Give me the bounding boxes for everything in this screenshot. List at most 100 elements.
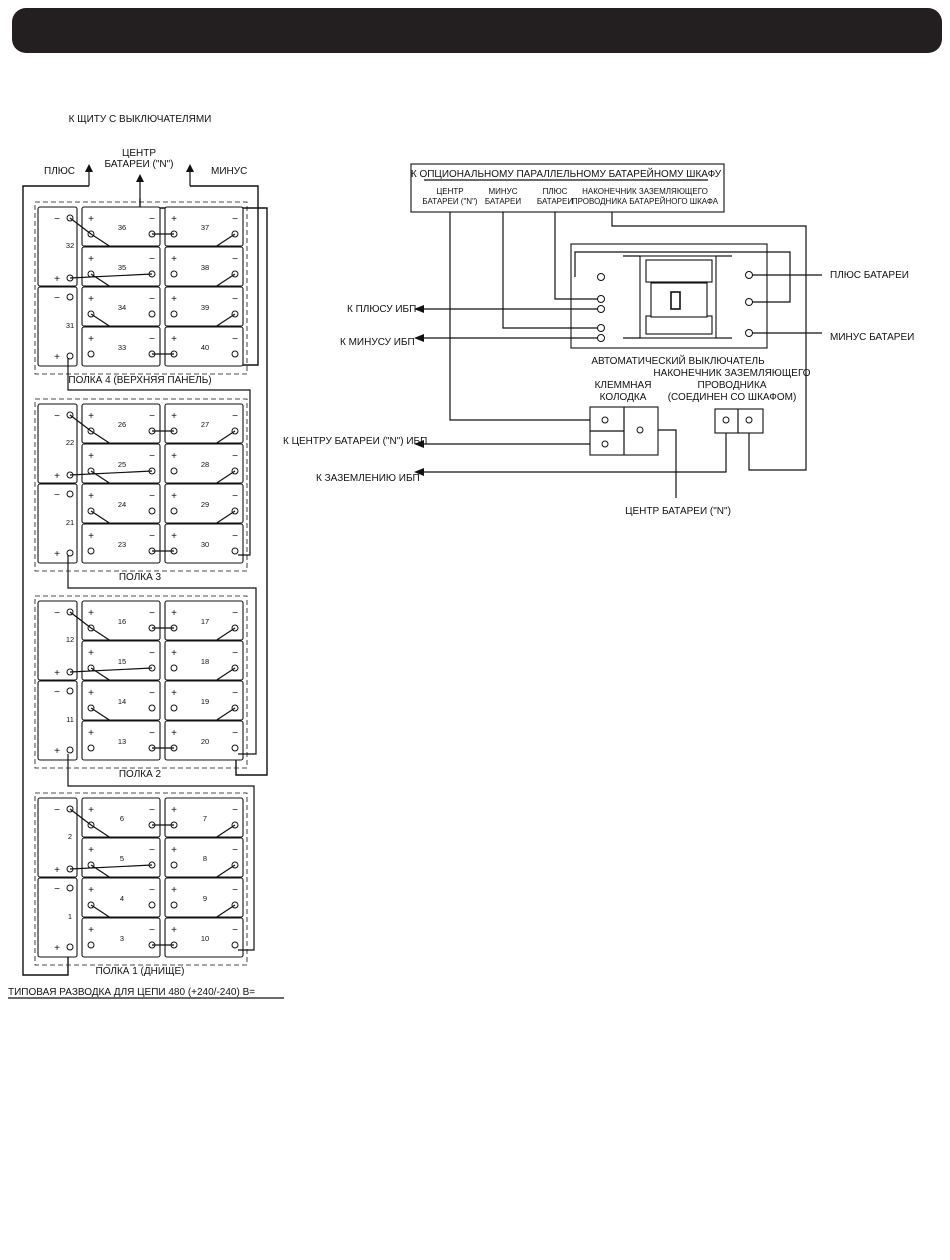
battery-cell <box>164 837 244 878</box>
terminal-sign: − <box>54 411 60 422</box>
battery-number: 9 <box>203 894 207 903</box>
battery-cell <box>164 246 244 287</box>
plus-sign: + <box>171 214 177 225</box>
minus-sign: − <box>149 728 155 739</box>
minus-sign: − <box>149 214 155 225</box>
plus-sign: + <box>171 608 177 619</box>
battery-cell <box>81 917 161 958</box>
battery-cell <box>164 483 244 524</box>
side-battery <box>37 600 78 681</box>
jumper-wire <box>69 611 92 629</box>
terminal <box>148 310 156 318</box>
battery-number: 39 <box>201 303 209 312</box>
battery-cell <box>164 600 244 641</box>
caption: ТИПОВАЯ РАЗВОДКА ДЛЯ ЦЕПИ 480 (+240/-240… <box>8 987 255 998</box>
battery-number: 16 <box>118 617 126 626</box>
arrow-plus-icon <box>85 164 93 186</box>
jumper-wire <box>69 667 153 673</box>
terminal-sign: + <box>54 471 60 482</box>
center-label-line1: ЦЕНТР <box>122 148 156 159</box>
minus-sign: − <box>232 608 238 619</box>
plus-sign: + <box>88 491 94 502</box>
battery-number: 19 <box>201 697 209 706</box>
minus-label: МИНУС <box>211 166 247 177</box>
plus-sign: + <box>171 845 177 856</box>
battery-cell <box>164 286 244 327</box>
terminal <box>66 352 74 360</box>
battery-number: 6 <box>120 814 124 823</box>
shelf-outline <box>34 792 248 966</box>
terminal-block-line2: КОЛОДКА <box>600 392 647 403</box>
battery-number: 37 <box>201 223 209 232</box>
battery-cell <box>81 680 161 721</box>
plus-sign: + <box>88 254 94 265</box>
side-battery-number: 2 <box>68 832 72 841</box>
minus-sign: − <box>232 254 238 265</box>
terminal <box>66 943 74 951</box>
plus-sign: + <box>171 805 177 816</box>
battery-number: 34 <box>118 303 126 312</box>
battery-number: 15 <box>118 657 126 666</box>
battery-number: 13 <box>118 737 126 746</box>
terminal-sign: − <box>54 490 60 501</box>
jumper-wire <box>69 864 153 870</box>
side-battery-number: 12 <box>66 635 74 644</box>
battery-number: 18 <box>201 657 209 666</box>
minus-sign: − <box>232 214 238 225</box>
jumper-wire <box>69 273 153 279</box>
battery-cell <box>164 326 244 367</box>
plus-sign: + <box>171 728 177 739</box>
side-battery <box>37 877 78 958</box>
plus-sign: + <box>88 411 94 422</box>
parallel-cabinet-box <box>410 163 725 213</box>
minus-sign: − <box>149 648 155 659</box>
parallel-cabinet-title: К ОПЦИОНАЛЬНОМУ ПАРАЛЛЕЛЬНОМУ БАТАРЕЙНОМ… <box>411 167 722 180</box>
terminal <box>66 293 74 301</box>
terminal <box>87 744 95 752</box>
plus-sign: + <box>88 805 94 816</box>
battery-cell <box>164 680 244 721</box>
terminal-sign: − <box>54 687 60 698</box>
minus-sign: − <box>232 294 238 305</box>
plus-sign: + <box>88 608 94 619</box>
minus-sign: − <box>232 648 238 659</box>
minus-sign: − <box>232 688 238 699</box>
col-minus-line1: МИНУС <box>488 187 517 196</box>
battery-cell <box>164 877 244 918</box>
plus-sign: + <box>171 491 177 502</box>
terminal-sign: − <box>54 608 60 619</box>
col-center-line2: БАТАРЕИ ("N") <box>422 197 478 206</box>
battery-number: 29 <box>201 500 209 509</box>
to-ups-center-label: К ЦЕНТРУ БАТАРЕИ ("N") ИБП <box>283 436 427 447</box>
plus-sign: + <box>171 688 177 699</box>
side-battery-number: 1 <box>68 912 72 921</box>
battery-number: 7 <box>203 814 207 823</box>
terminal <box>148 901 156 909</box>
breaker-label: АВТОМАТИЧЕСКИЙ ВЫКЛЮЧАТЕЛЬ <box>591 354 765 367</box>
battery-number: 4 <box>120 894 124 903</box>
minus-sign: − <box>149 608 155 619</box>
shelf-4: −+−+3231+−36+−35+−34+−33+−37+−38+−39+−40… <box>34 201 248 386</box>
battery-number: 14 <box>118 697 126 706</box>
battery-number: 28 <box>201 460 209 469</box>
terminal <box>87 547 95 555</box>
minus-sign: − <box>149 845 155 856</box>
terminal <box>66 687 74 695</box>
plus-sign: + <box>88 728 94 739</box>
minus-sign: − <box>149 254 155 265</box>
plus-sign: + <box>88 845 94 856</box>
battery-number: 38 <box>201 263 209 272</box>
terminal-sign: + <box>54 549 60 560</box>
battery-number: 35 <box>118 263 126 272</box>
battery-number: 40 <box>201 343 209 352</box>
terminal-block-line1: КЛЕММНАЯ <box>595 380 652 391</box>
ground-lug-line1: НАКОНЕЧНИК ЗАЗЕМЛЯЮЩЕГО <box>653 368 810 379</box>
jumper-wire <box>69 217 92 235</box>
plus-label: ПЛЮС <box>44 166 75 177</box>
plus-sign: + <box>88 294 94 305</box>
minus-sign: − <box>232 334 238 345</box>
terminal-sign: + <box>54 746 60 757</box>
minus-sign: − <box>149 531 155 542</box>
shelf-outline <box>34 201 248 375</box>
